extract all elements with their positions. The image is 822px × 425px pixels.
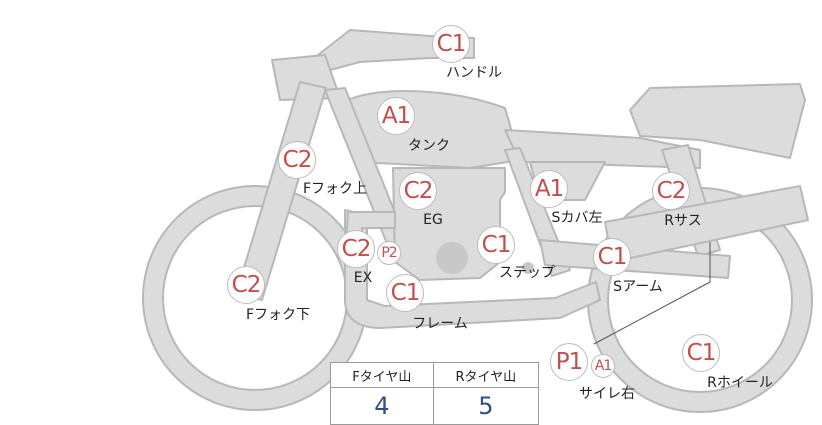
tread-value-row: 4 5: [330, 387, 540, 425]
rear-wheel-label: Rホイール: [707, 375, 773, 391]
rear-wheel-grade-badge: C1: [682, 334, 720, 372]
engine-grade-badge: C2: [399, 172, 437, 210]
rear-tread-value: 5: [432, 387, 540, 425]
engine-label: EG: [423, 212, 443, 228]
tank-shape: [347, 90, 521, 169]
step-grade-badge: C1: [477, 226, 515, 264]
frame-grade-badge: C1: [386, 274, 424, 312]
muffler-grade-badge: P1: [550, 343, 588, 381]
tail-cowl-shape: [629, 83, 806, 159]
side-cover-label: Sカバ左: [551, 210, 603, 226]
front-fork-shape: [235, 81, 327, 301]
tire-tread-table: Fタイヤ山 Rタイヤ山 4 5: [330, 362, 540, 425]
exhaust-grade-badge: C2: [337, 230, 375, 268]
side-cover-grade-badge: A1: [530, 170, 568, 208]
muffler-leader: [593, 281, 711, 345]
fork-lower-grade-badge: C2: [227, 266, 265, 304]
handle-label: ハンドル: [446, 65, 502, 81]
frame-label: フレーム: [412, 316, 468, 332]
front-tread-header: Fタイヤ山: [330, 362, 434, 388]
fork-lower-label: Fフォク下: [245, 307, 311, 323]
fork-upper-grade-badge: C2: [278, 141, 316, 179]
engine-cover: [436, 242, 468, 274]
rear-sus-grade-badge: C2: [652, 172, 690, 210]
rear-sus-label: Rサス: [664, 213, 702, 229]
swing-arm-label: Sアーム: [613, 279, 663, 295]
exhaust-sub-grade-badge: P2: [377, 241, 401, 265]
step-peg: [522, 262, 534, 274]
fork-upper-label: Fフォク上: [302, 181, 368, 197]
tank-label: タンク: [408, 138, 450, 154]
tread-header-row: Fタイヤ山 Rタイヤ山: [330, 362, 540, 388]
muffler-sub-grade-badge: A1: [591, 354, 615, 378]
tank-grade-badge: A1: [377, 97, 415, 135]
step-label: ステップ: [499, 265, 555, 281]
muffler-label: サイレ右: [579, 386, 635, 402]
swing-arm-grade-badge: C1: [593, 238, 631, 276]
handle-grade-badge: C1: [432, 25, 470, 63]
rear-tread-header: Rタイヤ山: [432, 362, 540, 388]
front-tread-value: 4: [330, 387, 434, 425]
exhaust-label: EX: [353, 270, 373, 286]
